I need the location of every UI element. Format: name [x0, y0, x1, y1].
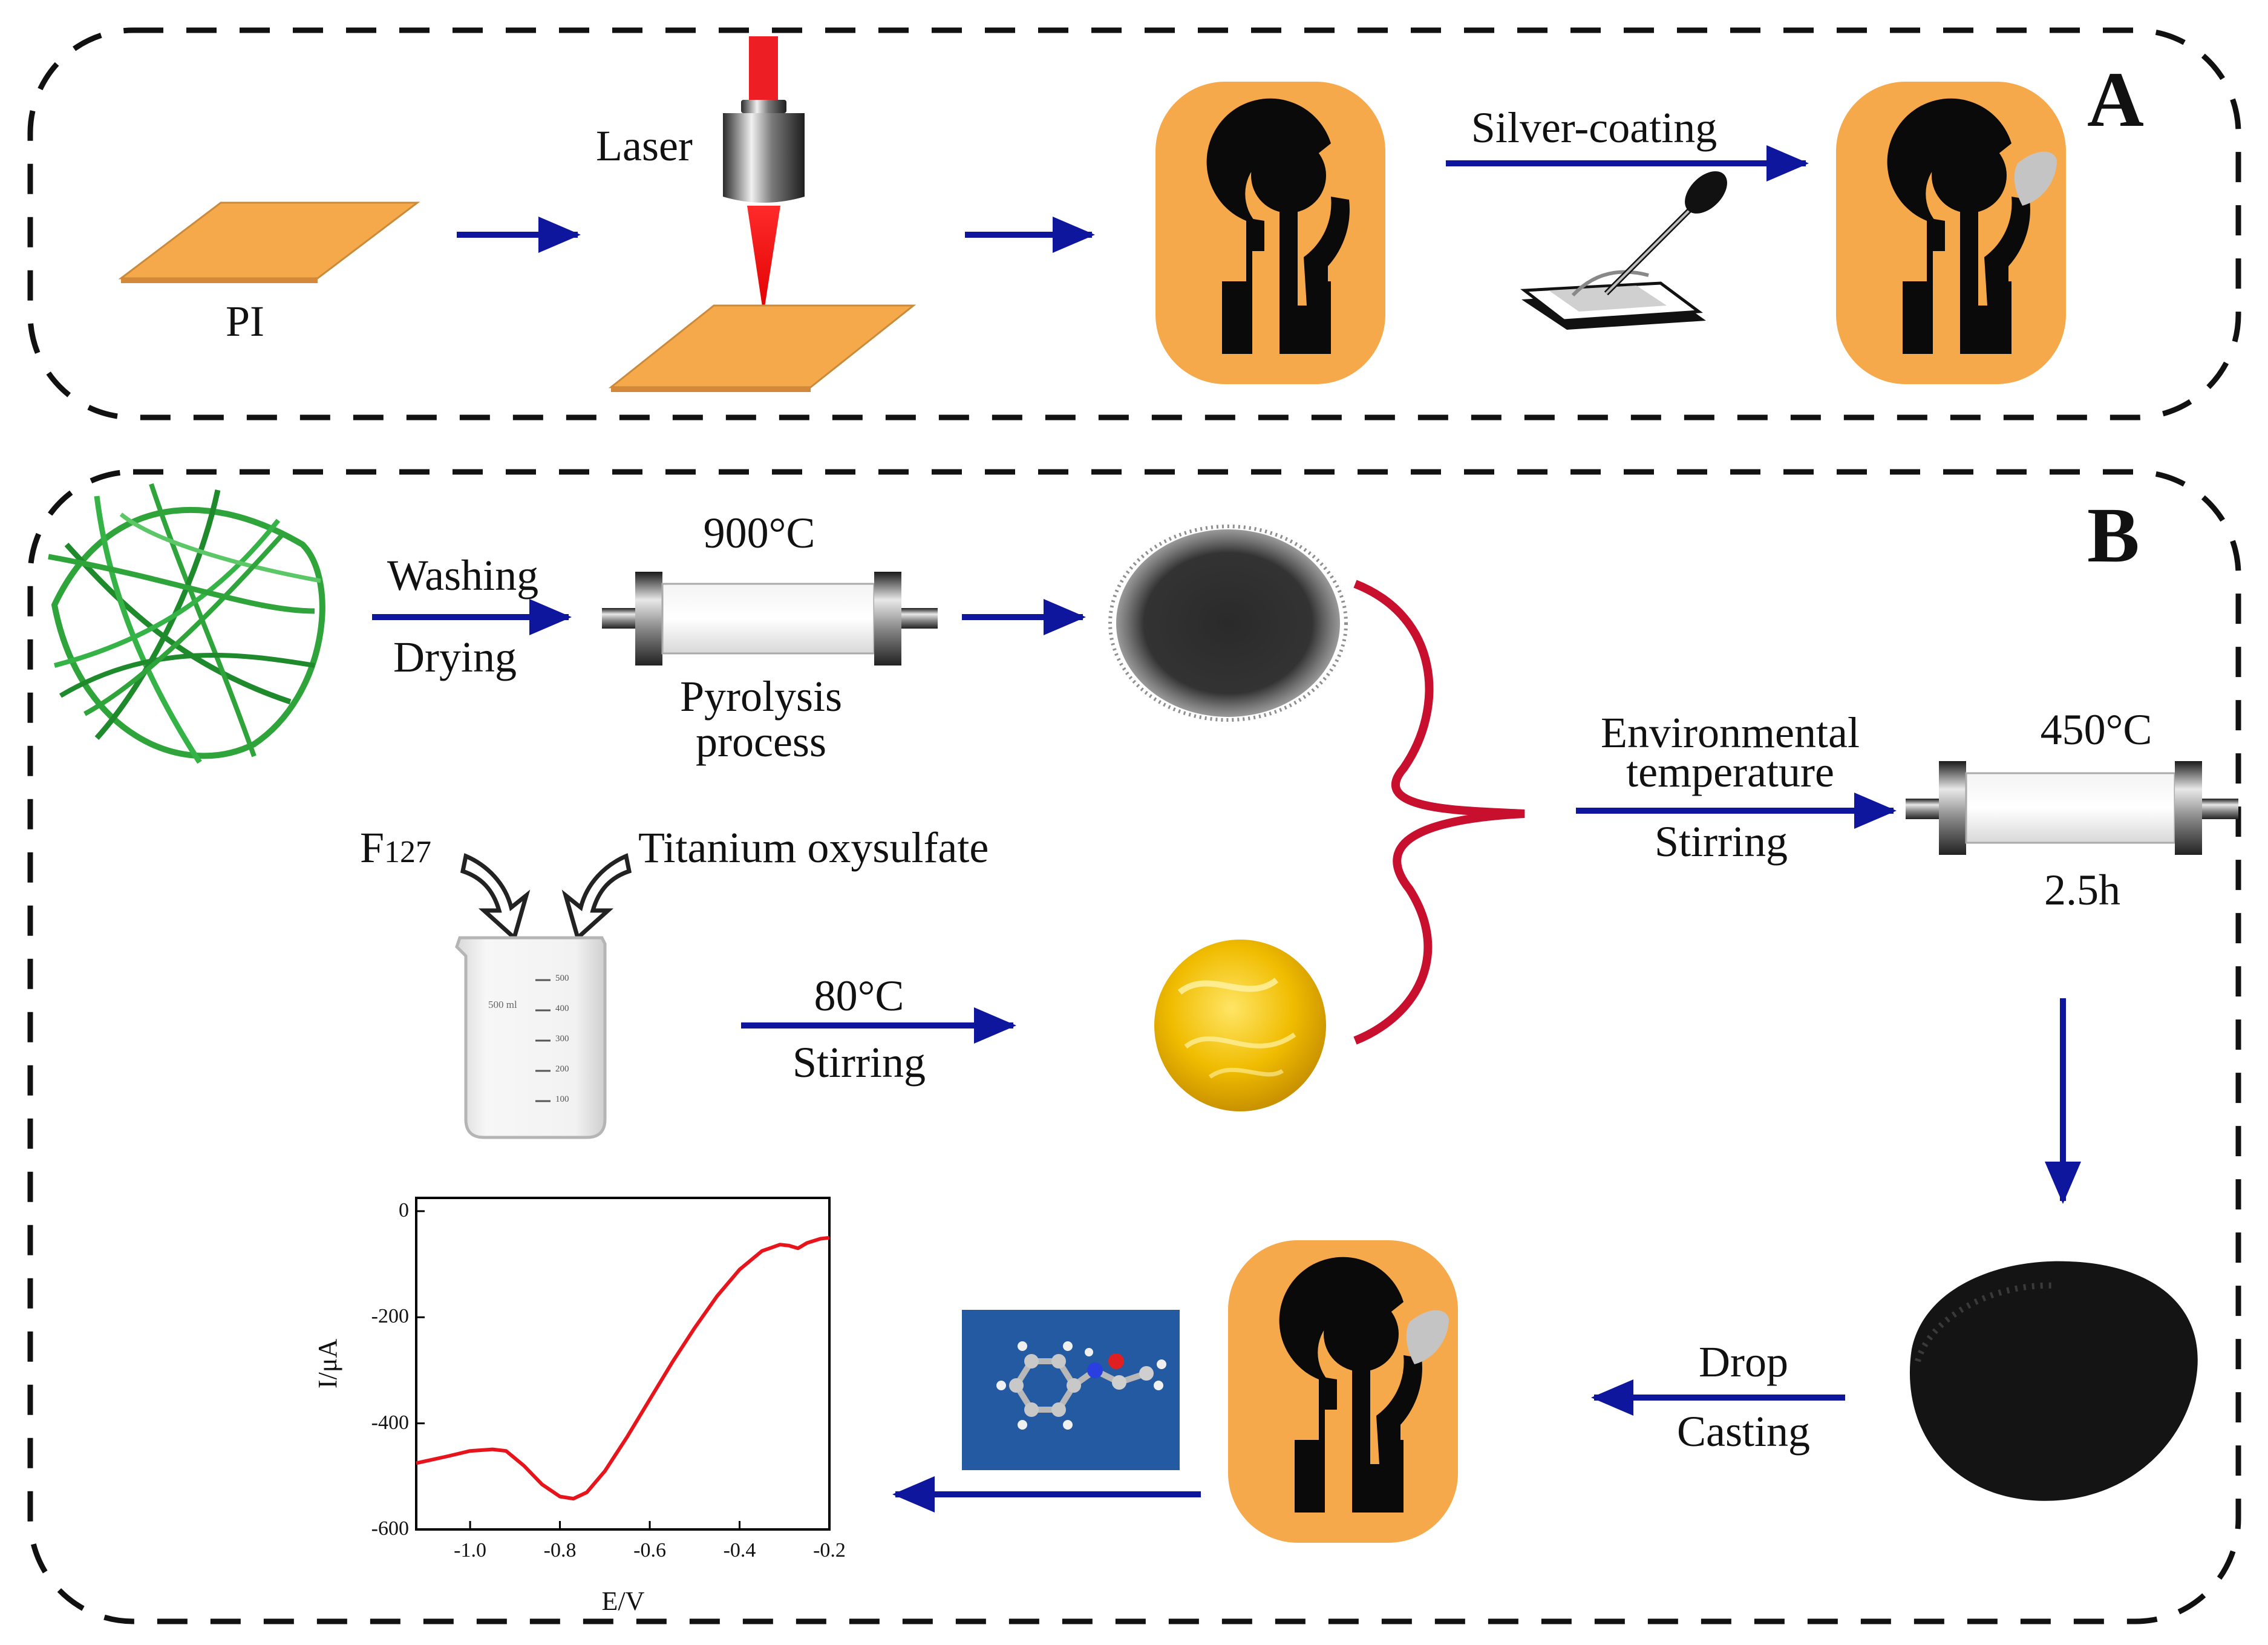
beaker-tick-300: 300 [555, 1034, 569, 1044]
x-tick-label: -0.4 [723, 1539, 756, 1562]
pi-label: PI [225, 297, 265, 345]
silver-electrode [1836, 82, 2066, 384]
f127-subscript: 127 [384, 835, 432, 869]
x-tick-label: -0.2 [813, 1539, 846, 1562]
calc-temp-label: 450°C [2040, 705, 2152, 754]
env-label-1: Environmental [1601, 708, 1860, 757]
arrow-titanium [561, 853, 632, 942]
panel-a-frame [27, 27, 2241, 420]
y-tick-label: -600 [371, 1517, 409, 1540]
merge-bracket [1353, 580, 1525, 1045]
pi-sheet-edge [121, 278, 318, 283]
process-label: process [696, 718, 826, 766]
plot-frame [415, 1197, 831, 1531]
green-fiber-image [36, 481, 327, 771]
y-tick-label: -400 [371, 1411, 409, 1434]
molecule-image [962, 1310, 1180, 1470]
pyrolysis-label: Pyrolysis [679, 672, 843, 721]
x-tick-label: -0.8 [543, 1539, 577, 1562]
panel-b-letter: B [2087, 492, 2140, 579]
arrow-f127 [460, 853, 531, 942]
lsv-series-line [416, 1235, 830, 1501]
gel-sphere [1154, 940, 1326, 1111]
sol-stirring-label: Stirring [792, 1038, 926, 1087]
carbon-powder-1 [1108, 525, 1348, 722]
beaker-tick-400: 400 [555, 1004, 569, 1013]
pi-sheet [118, 201, 420, 280]
laser-head [723, 36, 805, 315]
titanium-label: Titanium oxysulfate [638, 823, 989, 872]
carbon-powder-2 [1909, 1261, 2198, 1501]
beaker-volume-label: 500 ml [488, 999, 517, 1010]
lsv-chart [415, 1197, 831, 1531]
env-stirring-label: Stirring [1654, 817, 1788, 866]
casting-label: Casting [1676, 1407, 1811, 1456]
chart-ylabel-text: I/μA [313, 1338, 342, 1389]
y-tick-label: -200 [371, 1305, 409, 1328]
washing-label: Washing [387, 551, 539, 600]
pyrolysis-temp-label: 900°C [703, 509, 815, 557]
beaker-tick-500: 500 [555, 973, 569, 983]
silver-coating-tool [1520, 171, 1727, 330]
laser-label: Laser [596, 122, 693, 170]
panel-a-letter: A [2087, 56, 2144, 143]
drop-label: Drop [1699, 1338, 1788, 1386]
beaker-tick-200: 200 [555, 1064, 569, 1074]
pi-sheet-lasered [608, 304, 917, 388]
y-tick-label: 0 [399, 1199, 409, 1221]
calc-time-label: 2.5h [2044, 866, 2120, 914]
tube-furnace-2 [1906, 761, 2238, 855]
panel-b-frame [27, 469, 2241, 1624]
x-tick-label: -0.6 [633, 1539, 666, 1562]
lig-electrode [1155, 82, 1385, 384]
tube-furnace-1 [602, 572, 938, 666]
beaker [455, 936, 607, 1139]
env-label-2: temperature [1626, 748, 1834, 796]
x-tick-label: -1.0 [454, 1539, 486, 1562]
modified-electrode [1228, 1240, 1458, 1543]
f127-label: F127 [360, 823, 432, 872]
drying-label: Drying [393, 633, 517, 681]
chart-xlabel: E/V [601, 1586, 645, 1616]
beaker-tick-100: 100 [555, 1094, 569, 1104]
sol-temp-label: 80°C [814, 972, 904, 1020]
silver-coating-label: Silver-coating [1471, 103, 1717, 152]
